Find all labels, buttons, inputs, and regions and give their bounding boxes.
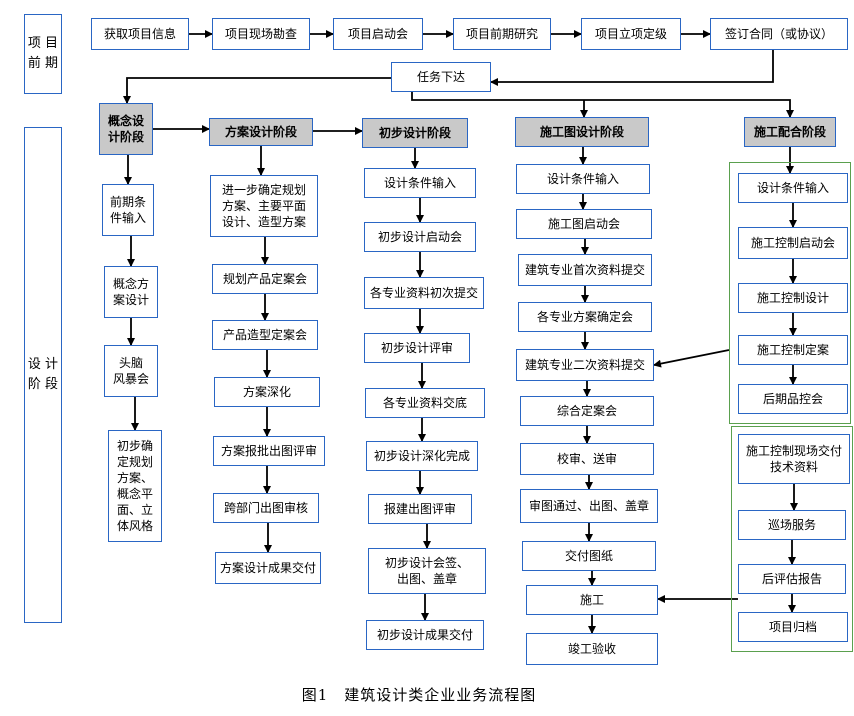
side-label-pre-project: 项 目 前 期 [24,14,62,94]
col1-item-2: 概念方 案设计 [104,266,158,318]
col4-item-8: 审图通过、出图、盖章 [520,489,658,523]
col5-g2-item-4: 项目归档 [738,612,848,642]
col5-g2-item-1: 施工控制现场交付 技术资料 [738,434,850,484]
col1-item-1: 前期条 件输入 [102,184,154,236]
top-box-2: 项目现场勘查 [212,18,310,50]
col3-item-7: 报建出图评审 [368,494,472,524]
col2-item-4: 方案深化 [214,377,320,407]
col1-item-4: 初步确 定规划 方案、 概念平 面、立 体风格 [108,430,162,542]
col4-item-6: 综合定案会 [520,396,654,426]
col3-item-4: 初步设计评审 [364,333,470,363]
col2-item-6: 跨部门出图审核 [213,493,319,523]
top-box-5: 项目立项定级 [581,18,681,50]
figure-caption: 图1 建筑设计类企业业务流程图 [0,684,854,705]
top-box-1: 获取项目信息 [91,18,189,50]
col3-item-9: 初步设计成果交付 [366,620,484,650]
col5-g2-item-3: 后评估报告 [738,564,846,594]
col3-item-3: 各专业资料初次提交 [364,277,484,309]
col2-item-2: 规划产品定案会 [212,264,318,294]
task-box: 任务下达 [391,62,491,92]
figure-title: 建筑设计类企业业务流程图 [344,686,537,704]
col3-item-1: 设计条件输入 [364,168,476,198]
col4-item-9: 交付图纸 [522,541,656,571]
top-box-4: 项目前期研究 [453,18,551,50]
col4-item-5: 建筑专业二次资料提交 [516,349,654,381]
connector-arrow-51 [653,349,730,368]
col3-item-6: 初步设计深化完成 [366,441,478,471]
col5-group-2-frame [731,426,853,652]
col4-item-7: 校审、送审 [520,443,654,475]
col2-item-3: 产品造型定案会 [212,320,318,350]
top-box-3: 项目启动会 [333,18,423,50]
col2-item-7: 方案设计成果交付 [215,552,321,584]
col5-g2-item-2: 巡场服务 [738,510,846,540]
col5-g1-item-1: 设计条件输入 [738,173,848,203]
col3-head: 初步设计阶段 [362,118,468,148]
col2-item-1: 进一步确定规划 方案、主要平面 设计、造型方案 [210,175,318,237]
connector-arrow-6 [490,50,774,86]
connector-arrow-8 [411,92,794,118]
col5-g1-item-3: 施工控制设计 [738,283,848,313]
col5-g1-item-4: 施工控制定案 [738,335,848,365]
col5-group-1-frame [729,162,851,424]
col1-item-3: 头脑 风暴会 [104,345,158,397]
col3-item-8: 初步设计会签、 出图、盖章 [368,548,486,594]
col4-item-4: 各专业方案确定会 [518,302,652,332]
col3-item-5: 各专业资料交底 [365,388,485,418]
top-box-6: 签订合同（或协议） [710,18,848,50]
col2-head: 方案设计阶段 [209,118,313,146]
col5-head: 施工配合阶段 [744,117,836,147]
col5-g1-item-2: 施工控制启动会 [738,227,848,259]
col4-item-10: 施工 [526,585,658,615]
col5-g1-item-5: 后期品控会 [738,384,848,414]
col1-head: 概念设 计阶段 [99,103,153,155]
col4-item-11: 竣工验收 [526,633,658,665]
side-label-design-stage: 设 计 阶 段 [24,127,62,623]
col4-item-3: 建筑专业首次资料提交 [518,254,652,286]
figure-number: 图1 [301,686,329,704]
col4-item-2: 施工图启动会 [516,209,652,239]
col2-item-5: 方案报批出图评审 [213,436,325,466]
col4-head: 施工图设计阶段 [515,117,649,147]
connector-arrow-7 [123,77,391,104]
col3-item-2: 初步设计启动会 [364,222,476,252]
col4-item-1: 设计条件输入 [516,164,650,194]
